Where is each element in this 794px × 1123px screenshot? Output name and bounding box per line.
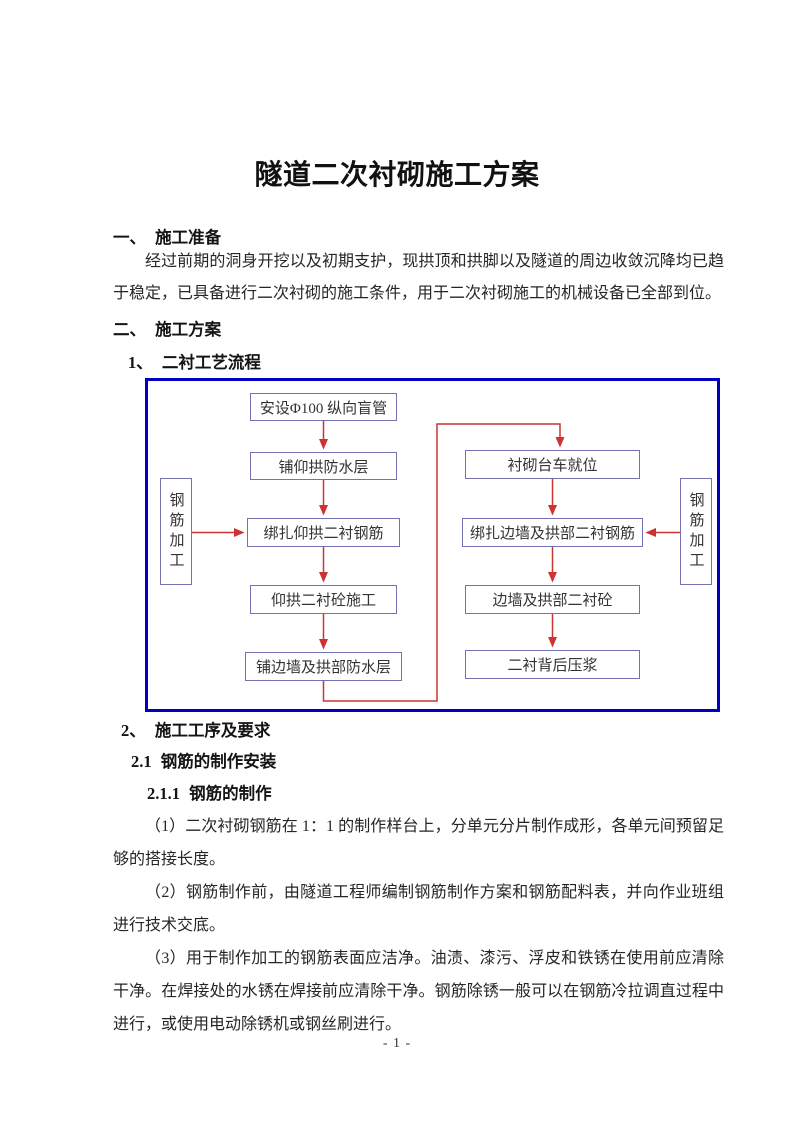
flow-step-backfill-grouting: 二衬背后压浆	[465, 650, 640, 679]
heading-construction-preparation: 一、施工准备	[113, 227, 221, 249]
flow-step-install-blind-pipe: 安设Φ100 纵向盲管	[250, 393, 397, 421]
heading-procedure-and-requirements: 2、施工工序及要求	[121, 720, 270, 742]
paragraph-rebar-item-2: （2）钢筋制作前，由隧道工程师编制钢筋制作方案和钢筋配料表，并向作业班组进行技术…	[113, 884, 724, 934]
heading-label: 施工准备	[155, 228, 222, 247]
heading-rebar-fabrication-installation: 2.1 钢筋的制作安装	[131, 751, 276, 773]
heading-label: 施工工序及要求	[154, 721, 271, 740]
flowchart-canvas: 安设Φ100 纵向盲管 铺仰拱防水层 绑扎仰拱二衬钢筋 仰拱二衬砼施工 铺边墙及…	[148, 381, 717, 709]
flow-step-sidewall-waterproof: 铺边墙及拱部防水层	[245, 652, 402, 681]
heading-label: 施工方案	[155, 320, 222, 339]
heading-number: 一、	[113, 228, 146, 247]
heading-rebar-fabrication: 2.1.1 钢筋的制作	[147, 783, 272, 805]
flow-step-sidewall-arch-concrete: 边墙及拱部二衬砼	[465, 585, 640, 614]
heading-lining-process-flow: 1、二衬工艺流程	[128, 352, 261, 374]
page-number: - 1 -	[382, 1036, 412, 1051]
rebar-processing-box-right: 钢筋加工	[680, 478, 712, 585]
heading-number: 2.1.1	[147, 784, 180, 803]
paragraph-preparation: 经过前期的洞身开挖以及初期支护，现拱顶和拱脚以及隧道的周边收敛沉降均已趋于稳定，…	[113, 253, 724, 302]
flow-step-bind-invert-rebar: 绑扎仰拱二衬钢筋	[247, 518, 400, 547]
heading-label: 钢筋的制作安装	[160, 752, 277, 771]
page-title: 隧道二次衬砌施工方案	[254, 160, 540, 191]
flow-step-lining-trolley-in-place: 衬砌台车就位	[465, 450, 640, 479]
flow-arrow-lines	[192, 421, 680, 702]
heading-number: 二、	[113, 320, 146, 339]
heading-label: 钢筋的制作	[189, 784, 272, 803]
flow-step-invert-concrete: 仰拱二衬砼施工	[250, 585, 397, 614]
flow-step-invert-waterproof-layer: 铺仰拱防水层	[250, 452, 397, 480]
heading-number: 1、	[128, 353, 153, 372]
paragraph-rebar-item-3: （3）用于制作加工的钢筋表面应洁净。油渍、漆污、浮皮和铁锈在使用前应清除干净。在…	[113, 950, 724, 1033]
rebar-processing-box-left: 钢筋加工	[160, 478, 192, 585]
heading-label: 二衬工艺流程	[161, 353, 261, 372]
process-flowchart: 安设Φ100 纵向盲管 铺仰拱防水层 绑扎仰拱二衬钢筋 仰拱二衬砼施工 铺边墙及…	[145, 378, 720, 712]
heading-number: 2、	[121, 721, 146, 740]
paragraph-rebar-item-1: （1）二次衬砌钢筋在 1：1 的制作样台上，分单元分片制作成形，各单元间预留足够…	[113, 818, 724, 868]
heading-number: 2.1	[131, 752, 152, 771]
flow-step-bind-sidewall-arch-rebar: 绑扎边墙及拱部二衬钢筋	[462, 518, 643, 547]
heading-construction-plan: 二、施工方案	[113, 319, 221, 341]
